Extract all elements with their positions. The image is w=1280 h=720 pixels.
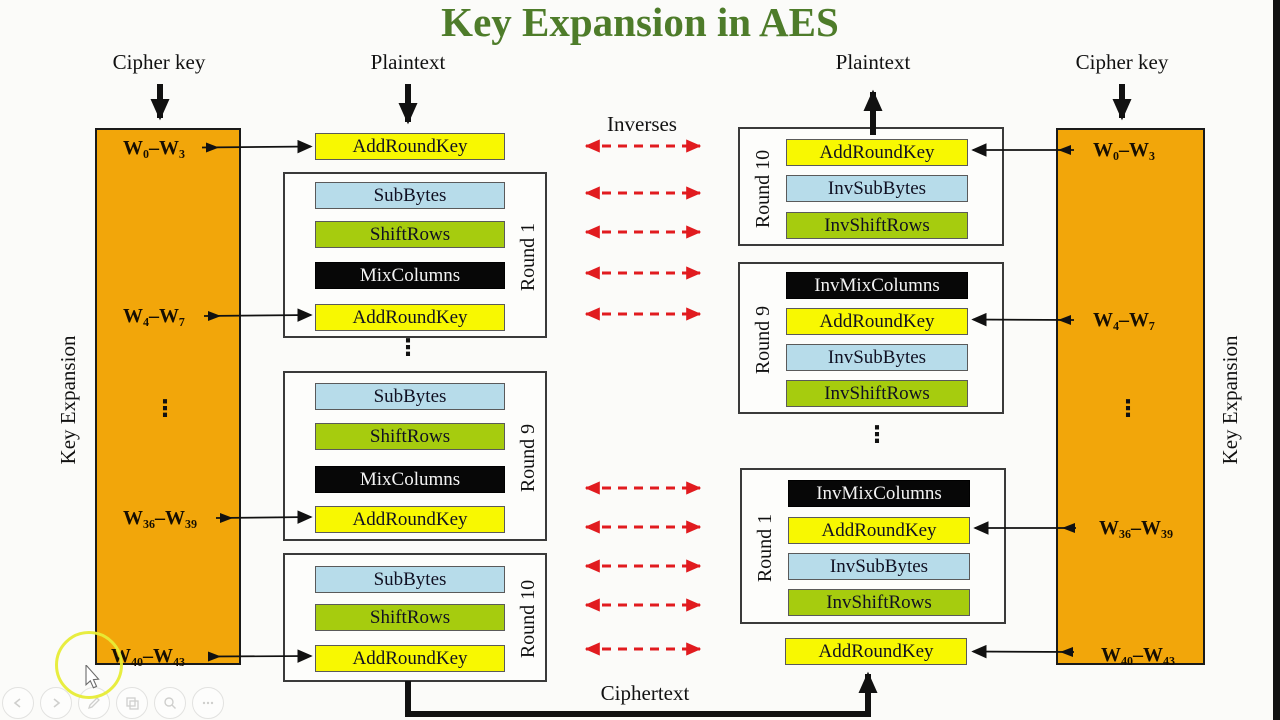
- step-addroundkey: AddRoundKey: [315, 304, 505, 331]
- player-controls: [2, 687, 224, 719]
- encrypt-round-9-box: SubBytes ShiftRows MixColumns AddRoundKe…: [283, 371, 547, 541]
- key-expansion-box-left: W₀–W₃ W₄–W₇ ⋮ W₃₆–W₃₉ W₄₀–W₄₃: [95, 128, 241, 667]
- step-invmixcolumns: InvMixColumns: [786, 272, 968, 299]
- step-subbytes: SubBytes: [315, 182, 505, 209]
- step-mixcolumns: MixColumns: [315, 262, 505, 289]
- encrypt-initial-addroundkey: AddRoundKey: [315, 133, 505, 160]
- step-invsubbytes: InvSubBytes: [786, 175, 968, 202]
- cursor-highlight-circle: [55, 631, 123, 699]
- ellipsis-vertical: ⋮: [396, 335, 420, 361]
- label-plaintext-left: Plaintext: [370, 50, 446, 74]
- label-key-expansion-right: Key Expansion: [1218, 335, 1242, 465]
- previous-button[interactable]: [2, 687, 34, 719]
- step-mixcolumns: MixColumns: [315, 466, 505, 493]
- inverse-arrows: [584, 139, 702, 656]
- round-label: Round 1: [754, 513, 776, 583]
- label-key-expansion-left: Key Expansion: [56, 335, 80, 465]
- ellipsis-icon: [202, 701, 214, 705]
- ellipsis-vertical: ⋮: [153, 396, 177, 422]
- round-label: Round 9: [517, 423, 539, 493]
- step-addroundkey: AddRoundKey: [786, 308, 968, 335]
- previous-icon: [13, 698, 21, 708]
- word-range-w4-w7: W₄–W₇: [1093, 309, 1155, 331]
- label-inverses: Inverses: [607, 112, 677, 136]
- label-ciphertext: Ciphertext: [600, 681, 690, 705]
- step-addroundkey: AddRoundKey: [315, 506, 505, 533]
- word-range-w36-w39: W₃₆–W₃₉: [1099, 517, 1173, 539]
- ellipsis-vertical: ⋮: [865, 422, 889, 448]
- decrypt-final-addroundkey: AddRoundKey: [785, 638, 967, 665]
- step-invshiftrows: InvShiftRows: [786, 380, 968, 407]
- encrypt-round-1-box: SubBytes ShiftRows MixColumns AddRoundKe…: [283, 172, 547, 338]
- word-range-w40-w43: W₄₀–W₄₃: [111, 645, 185, 667]
- step-invmixcolumns: InvMixColumns: [788, 480, 970, 507]
- play-button[interactable]: [40, 687, 72, 719]
- step-invshiftrows: InvShiftRows: [786, 212, 968, 239]
- label-plaintext-right: Plaintext: [835, 50, 911, 74]
- step-subbytes: SubBytes: [315, 383, 505, 410]
- step-addroundkey: AddRoundKey: [315, 645, 505, 672]
- round-label: Round 1: [517, 222, 539, 292]
- step-shiftrows: ShiftRows: [315, 604, 505, 631]
- step-invsubbytes: InvSubBytes: [788, 553, 970, 580]
- step-addroundkey: AddRoundKey: [786, 139, 968, 166]
- decrypt-round-9-box: InvMixColumns AddRoundKey InvSubBytes In…: [738, 262, 1004, 414]
- key-expansion-box-right: W₀–W₃ W₄–W₇ ⋮ W₃₆–W₃₉ W₄₀–W₄₃: [1056, 128, 1205, 666]
- slides-button[interactable]: [116, 687, 148, 719]
- zoom-button[interactable]: [154, 687, 186, 719]
- word-range-w4-w7: W₄–W₇: [123, 305, 185, 327]
- step-addroundkey: AddRoundKey: [788, 517, 970, 544]
- slides-icon: [126, 697, 139, 710]
- step-invsubbytes: InvSubBytes: [786, 344, 968, 371]
- word-range-w0-w3: W₀–W₃: [1093, 139, 1155, 161]
- decrypt-round-10-box: AddRoundKey InvSubBytes InvShiftRows Rou…: [738, 127, 1004, 246]
- step-invshiftrows: InvShiftRows: [788, 589, 970, 616]
- label-cipher-key-left: Cipher key: [112, 50, 206, 74]
- video-edge-bar: [1273, 0, 1280, 720]
- search-icon: [164, 697, 176, 709]
- decrypt-round-1-box: InvMixColumns AddRoundKey InvSubBytes In…: [740, 468, 1006, 624]
- more-button[interactable]: [192, 687, 224, 719]
- step-shiftrows: ShiftRows: [315, 221, 505, 248]
- label-cipher-key-right: Cipher key: [1075, 50, 1169, 74]
- ellipsis-vertical: ⋮: [1116, 396, 1140, 422]
- round-label: Round 10: [752, 149, 774, 229]
- step-shiftrows: ShiftRows: [315, 423, 505, 450]
- pencil-icon: [87, 697, 100, 710]
- round-label: Round 9: [752, 305, 774, 375]
- word-range-w40-w43: W₄₀–W₄₃: [1101, 644, 1175, 666]
- encrypt-round-10-box: SubBytes ShiftRows AddRoundKey Round 10: [283, 553, 547, 682]
- round-label: Round 10: [517, 579, 539, 659]
- page-title: Key Expansion in AES: [441, 0, 839, 45]
- word-range-w36-w39: W₃₆–W₃₉: [123, 507, 197, 529]
- play-icon: [53, 698, 61, 708]
- word-range-w0-w3: W₀–W₃: [123, 137, 185, 159]
- step-subbytes: SubBytes: [315, 566, 505, 593]
- mouse-cursor: [85, 665, 100, 689]
